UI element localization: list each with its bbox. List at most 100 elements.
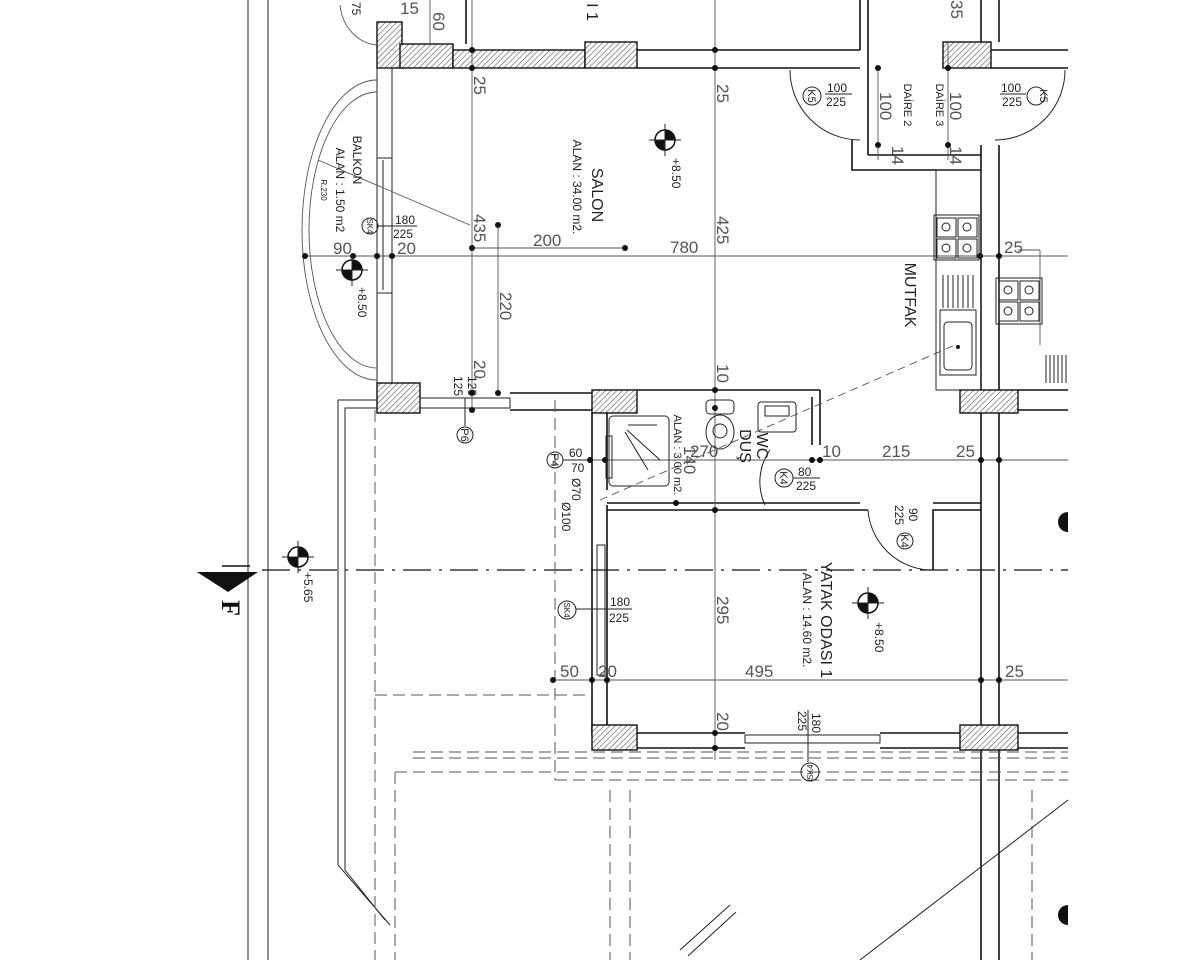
tag-code: SK4 [806,764,815,780]
room-labels: SALON ALAN : 34.00 m2. BALKON ALAN : 1.5… [319,3,946,678]
dim-text: 100 [946,92,965,120]
tag-height: 225 [393,227,413,241]
level-balkon: +8.50 [355,287,369,318]
boundary-lines [247,0,269,960]
tag-code: P6 [458,428,470,441]
tag-width: 180 [610,595,630,609]
tag-height: 225 [892,505,906,525]
room-dus-name: DUŞ [736,429,753,463]
room-wc-name: WC [753,433,770,460]
terrace-outline [337,399,1069,960]
sink-icon [939,275,977,376]
room-yatak-area: ALAN : 14.60 m2. [800,573,814,668]
room-salon-name: SALON [588,168,605,222]
dim-text: 60 [429,12,448,31]
tag-height: 125 [451,376,465,396]
blank-margin [1070,0,1200,960]
dim-text: 215 [882,442,910,461]
pipe-label: Ø70 [569,478,583,501]
level-marker-icon [1058,905,1068,925]
dim-text: 425 [713,216,732,244]
dim-text: 50 [560,662,579,681]
dim-text: 35 [947,0,966,19]
dimension-lines [302,0,1068,760]
section-marker: F [197,565,258,616]
toilet-icon [705,399,735,450]
section-marker-label: F [216,600,245,616]
dim-text: 140 [680,446,699,474]
tag-height: 225 [826,95,846,109]
tag-width: 180 [395,213,415,227]
tag-code: P4 [548,453,560,466]
dim-text: 90 [333,239,352,258]
room-top-fragment: I 1 [583,3,600,21]
level-yatak: +8.50 [872,622,886,653]
tag-height: 225 [795,711,809,731]
dim-text: 25 [470,76,489,95]
opening-tags: SK4 180 225 P6 120 125 P4 60 70 Ø70 Ø100… [361,81,1049,782]
dim-text: 14 [946,146,965,165]
level-outside: +5.65 [301,572,315,603]
dim-text: 10 [713,364,732,383]
dim-text: 25 [1005,662,1024,681]
tag-code: K5 [805,89,817,102]
dim-text: 20 [470,360,489,379]
dim-text: 495 [745,662,773,681]
room-wc-area: ALAN : 3.00 m2. [671,415,683,496]
bathroom-fixtures [605,399,797,487]
arcs [301,4,1066,571]
walls [376,0,1068,960]
dim-text: 780 [670,238,698,257]
tag-code: SK4 [562,602,571,618]
level-salon: +8.50 [669,158,683,189]
tag-code: K4 [777,471,789,484]
tag-width: 60 [569,446,583,460]
level-marker-icon [852,587,884,619]
pipe-label: Ø100 [559,502,573,532]
tag-height: 225 [796,479,816,493]
tag-width: 80 [798,465,812,479]
level-markers: +8.50 +8.50 +5.65 +8.50 [282,124,1068,925]
dim-text: 435 [470,214,489,242]
tag-height: 225 [1002,95,1022,109]
dim-text: 20 [713,712,732,731]
level-marker-icon [1058,512,1068,532]
tag-height: 225 [609,611,629,625]
tag-width: 120 [465,376,479,396]
washbasin-icon [757,401,797,433]
stove-icon [936,217,978,259]
room-balkon-area: ALAN : 1.50 m2 [333,148,347,233]
level-marker-icon [649,124,681,156]
dim-text: 20 [397,239,416,258]
tag-code: K5 [1037,89,1049,102]
dim-text: 270 [690,442,718,461]
dimension-texts: 75 15 60 35 25 25 435 425 220 20 10 295 … [333,0,1024,731]
shower-icon [608,415,670,487]
dim-text: 10 [822,442,841,461]
tag-width: 100 [1001,81,1021,95]
stove-icon-neighbor [995,277,1067,383]
dim-text: 100 [876,92,895,120]
dim-text: 14 [888,146,907,165]
dim-text: 20 [598,662,617,681]
dim-text: 25 [713,84,732,103]
tag-code: SK4 [365,218,374,234]
tag-code: K4 [898,534,910,547]
room-mutfak-name: MUTFAK [901,263,918,328]
balkon-radius: R.230 [319,179,328,201]
level-marker-icon [282,541,314,573]
tag-width: 90 [906,508,920,522]
dim-text: 200 [533,231,561,250]
room-salon-area: ALAN : 34.00 m2. [570,140,584,235]
dim-text: 25 [1004,238,1023,257]
tag-width: 180 [809,713,823,733]
dim-text: 295 [713,596,732,624]
tag-width: 100 [827,81,847,95]
dim-text: 15 [400,0,419,18]
dim-text: 25 [956,442,975,461]
daire-3-label: DAİRE 3 [933,84,946,127]
dim-text: 75 [349,2,363,16]
level-marker-icon [336,254,368,286]
room-balkon-name: BALKON [350,136,364,185]
